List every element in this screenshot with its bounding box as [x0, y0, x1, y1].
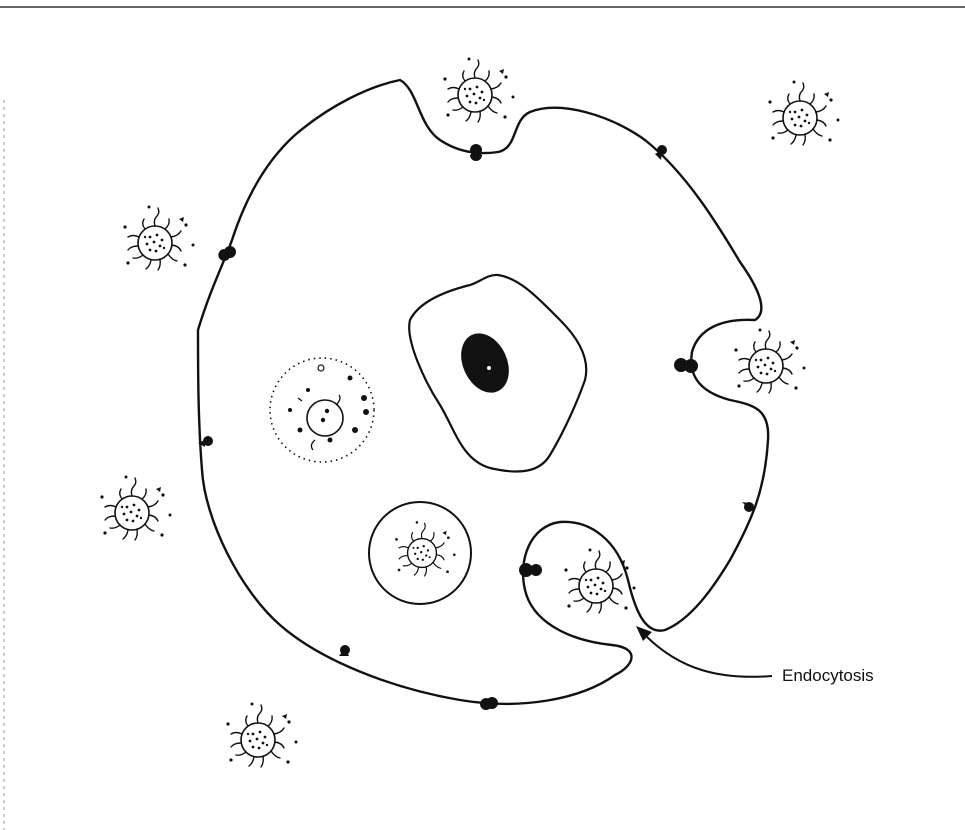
membrane-receptors — [198, 150, 754, 716]
particle-top — [443, 58, 514, 123]
endocytosis-label: Endocytosis — [782, 666, 874, 686]
internalized-vesicle — [369, 502, 471, 604]
nucleolus — [452, 326, 518, 401]
endocytosis-arrow — [636, 626, 772, 677]
endosome-dotted — [270, 358, 374, 462]
particle-bottom-left — [226, 703, 297, 768]
particle-left-lower — [100, 476, 171, 541]
particle-endocytosing — [564, 549, 635, 614]
particle-right — [734, 329, 805, 394]
particle-left-upper — [123, 206, 194, 271]
particle-top-right — [768, 81, 839, 146]
cell-membrane — [198, 80, 768, 704]
